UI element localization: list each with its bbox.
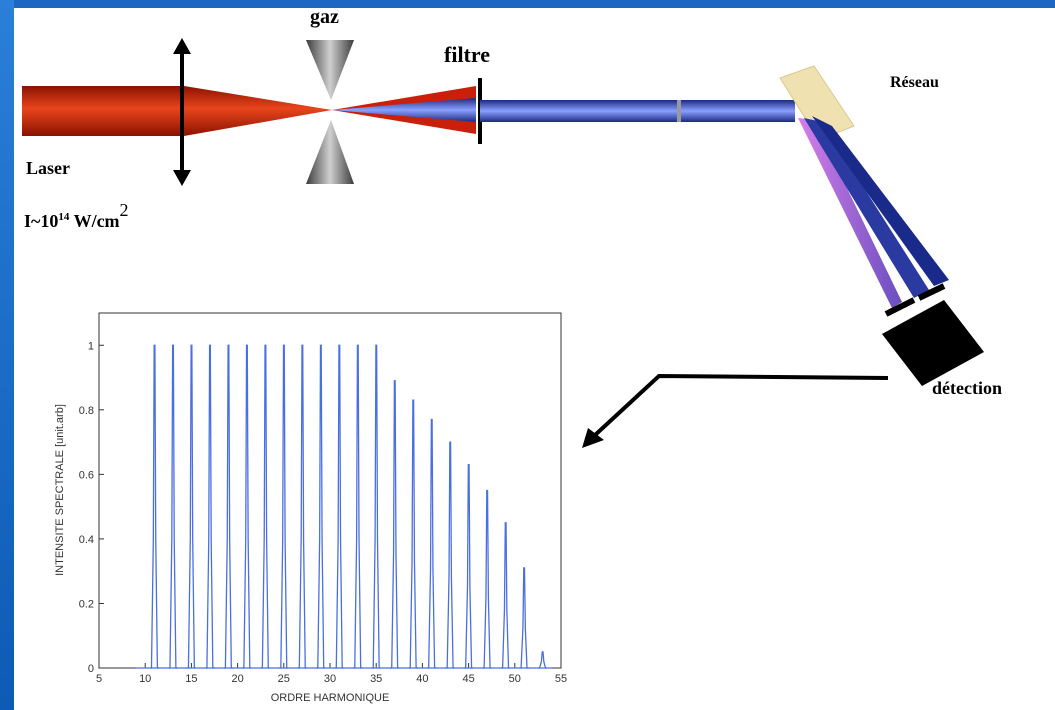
detection-label: détection [932, 378, 1002, 398]
y-tick-label: 1 [88, 340, 94, 352]
x-ticks: 5 10 15 20 25 30 35 40 45 50 55 [96, 663, 567, 685]
harmonic-peak [186, 344, 197, 669]
x-tick-label: 50 [509, 673, 521, 685]
gas-jet-icon [306, 40, 354, 184]
slide-canvas: gaz filtre Réseau Laser I~1014 W/cm2 dét… [14, 6, 1055, 710]
plot-area [98, 312, 562, 669]
x-tick-label: 10 [139, 673, 151, 685]
x-tick-label: 15 [185, 673, 197, 685]
x-tick-label: 30 [324, 673, 336, 685]
harmonic-peak [408, 399, 418, 669]
lens-icon [173, 38, 191, 186]
y-tick-label: 0.6 [79, 469, 94, 481]
y-ticks: 0 0.2 0.4 0.6 0.8 1 [79, 340, 104, 675]
harmonic-peak [445, 441, 455, 669]
slide-frame-top [0, 0, 1055, 8]
harmonic-peak [168, 344, 178, 669]
detector-icon [882, 300, 984, 386]
x-tick-label: 25 [278, 673, 290, 685]
intensity-exponent: 14 [58, 211, 70, 223]
intensity-label: I~1014 W/cm2 [24, 200, 129, 232]
x-tick-label: 40 [416, 673, 428, 685]
x-tick-label: 20 [231, 673, 243, 685]
grating-label: Réseau [890, 74, 939, 91]
filter-label: filtre [444, 42, 491, 67]
gas-label: gaz [310, 6, 339, 28]
y-tick-label: 0.4 [79, 534, 94, 546]
x-tick-label: 45 [462, 673, 474, 685]
harmonic-peak [316, 344, 326, 669]
intensity-unit-exponent: 2 [119, 200, 129, 220]
y-axis-label: INTENSITE SPECTRALE [unit.arb] [54, 404, 66, 576]
y-tick-label: 0 [88, 663, 94, 675]
harmonic-peak [482, 489, 492, 669]
intensity-unit: W/cm [73, 211, 120, 231]
y-tick-label: 0.8 [79, 405, 94, 417]
harmonic-peak [223, 344, 233, 669]
x-tick-label: 5 [96, 673, 102, 685]
x-tick-label: 55 [555, 673, 567, 685]
harmonic-peak [390, 380, 400, 669]
x-tick-label: 35 [370, 673, 382, 685]
setup-diagram [22, 38, 984, 448]
harmonic-peak [519, 567, 529, 669]
harmonic-peak [353, 344, 363, 669]
y-tick-label: 0.2 [79, 598, 94, 610]
arrow-to-spectrum [582, 373, 889, 448]
diffracted-beams [798, 116, 949, 308]
harmonic-spectrum-chart: 5 10 15 20 25 30 35 40 45 50 55 0 0.2 0.4 0.6 0.8 1 ORD… [54, 312, 567, 704]
spectrum-series [135, 344, 552, 669]
harmonic-peak [260, 344, 270, 669]
harmonic-cone [332, 98, 476, 122]
harmonic-peak [205, 344, 215, 669]
harmonic-peak [279, 344, 289, 669]
slide-frame-left [0, 0, 14, 710]
harmonic-peak [371, 344, 381, 669]
slit-icon [884, 283, 946, 317]
laser-label: Laser [26, 158, 70, 178]
harmonic-peak [537, 651, 548, 669]
x-axis-label: ORDRE HARMONIQUE [271, 692, 390, 704]
harmonic-peak [463, 464, 474, 669]
harmonic-peak [500, 522, 511, 669]
harmonic-beam [480, 100, 795, 122]
harmonic-peak [149, 344, 160, 669]
harmonic-peak [242, 344, 252, 669]
harmonic-peak [297, 344, 307, 669]
harmonic-peak [427, 418, 437, 669]
intensity-prefix: I~10 [24, 211, 59, 231]
harmonic-peak [334, 344, 344, 669]
